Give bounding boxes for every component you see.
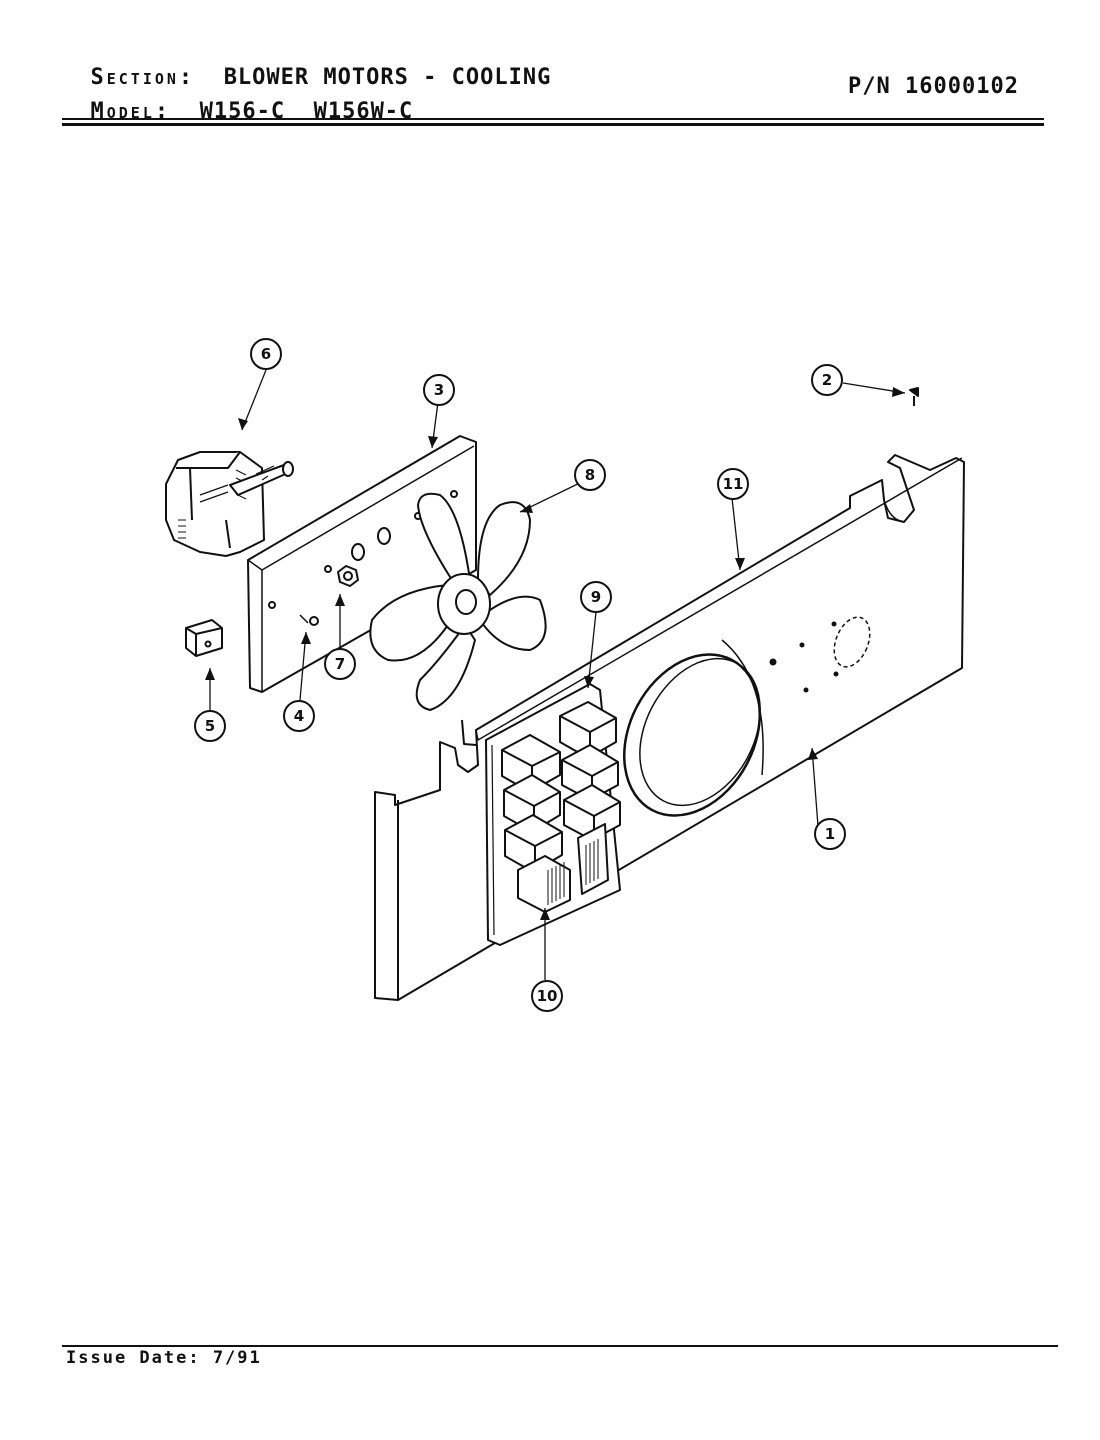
callout-3: [423, 374, 455, 406]
section-value: BLOWER MOTORS - COOLING: [223, 65, 552, 90]
callout-label-1: 1: [825, 825, 835, 843]
section-label: Section:: [90, 65, 196, 90]
callout-6: [250, 338, 282, 370]
callout-label-8: 8: [585, 466, 595, 484]
callout-label-11: 11: [723, 475, 744, 493]
blower-motor: [165, 451, 294, 557]
clip: [185, 619, 223, 657]
callout-4: [283, 700, 315, 732]
fan-blade: [369, 492, 547, 711]
panel-holes: [769, 621, 839, 693]
nut: [337, 565, 359, 587]
callout-1: [814, 818, 846, 850]
callout-10: [531, 980, 563, 1012]
callout-label-7: 7: [335, 655, 345, 673]
callout-label-5: 5: [205, 717, 215, 735]
callouts: [194, 338, 846, 1012]
callout-label-6: 6: [261, 345, 271, 363]
bracket-holes: [268, 490, 458, 609]
callout-label-4: 4: [294, 707, 304, 725]
dashed-opening: [833, 616, 871, 668]
callout-9: [580, 581, 612, 613]
section-header: Section: BLOWER MOTORS - COOLING: [62, 40, 551, 90]
callout-7: [324, 648, 356, 680]
callout-2: [811, 364, 843, 396]
blower-opening: [623, 639, 764, 817]
callout-label-10: 10: [537, 987, 558, 1005]
callout-label-2: 2: [822, 371, 832, 389]
footer-rule: [62, 1345, 1058, 1347]
issue-date: Issue Date: 7/91: [66, 1348, 262, 1368]
callout-8: [574, 459, 606, 491]
header-rule-thin: [62, 118, 1044, 120]
relay-pins: [547, 839, 599, 905]
callout-label-9: 9: [591, 588, 601, 606]
screw-2: [909, 387, 919, 406]
callout-label-3: 3: [434, 381, 444, 399]
callout-11: [717, 468, 749, 500]
screw-4: [299, 614, 319, 626]
arrowheads: [205, 387, 905, 920]
callout-5: [194, 710, 226, 742]
part-number: P/N 16000102: [848, 74, 1019, 99]
header-rule-thick: [62, 123, 1044, 126]
